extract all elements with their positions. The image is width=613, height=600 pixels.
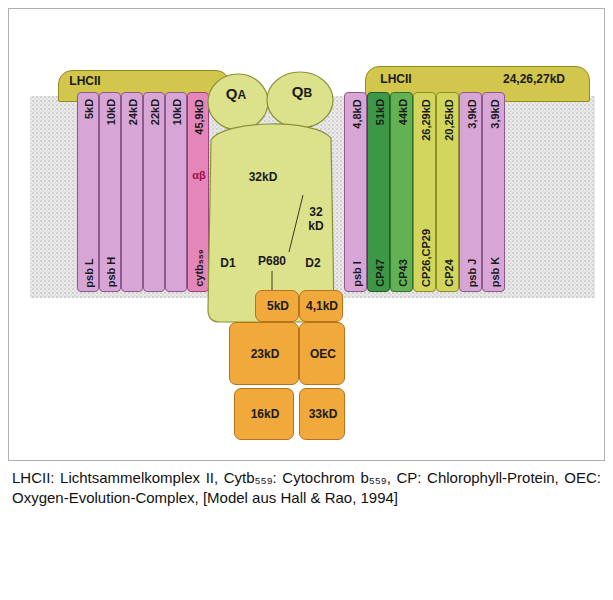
reaction-center-label: P680 — [258, 255, 286, 269]
reaction-center-label: QA — [226, 85, 246, 103]
mass-label: 4,1kD — [306, 300, 338, 314]
membrane-subunit: 45,9kD αβ cytb₅₅₉ — [187, 92, 209, 292]
mass-label: 22kD — [149, 99, 162, 125]
membrane-subunit: 4,8kD psb I — [344, 92, 367, 292]
figure-frame — [9, 9, 605, 461]
gene-label: cytb₅₅₉ — [193, 249, 206, 287]
mass-label: 51kD — [373, 99, 386, 125]
mass-label: 16kD — [251, 408, 280, 422]
membrane-subunit: 22kD — [143, 92, 165, 292]
membrane-subunit: 5kD psb L — [77, 92, 99, 292]
reaction-center-label: 32 kD — [308, 206, 323, 234]
mass-label: 20,25kD — [442, 99, 455, 141]
oec-subunit: 4,1kD — [299, 290, 343, 322]
reaction-center-label: D2 — [305, 257, 320, 271]
gene-label: CP47 — [373, 259, 386, 287]
complex-label: LHCII — [380, 73, 411, 87]
membrane-subunit: 44kD CP43 — [390, 92, 413, 292]
mass-label: 44kD — [396, 99, 409, 125]
complex-label: LHCII — [69, 75, 100, 89]
reaction-center-outline — [203, 70, 338, 322]
membrane-subunit: 3,9kD psb J — [459, 92, 482, 292]
oec-subunit: 23kD — [229, 322, 299, 385]
membrane-subunit: 10kD — [165, 92, 187, 292]
gene-label: CP26,CP29 — [419, 229, 432, 287]
reaction-center-label: QB — [292, 83, 312, 101]
complex-label: 24,26,27kD — [503, 73, 565, 87]
mass-label: 26,29kD — [419, 99, 432, 141]
mass-label: 24kD — [127, 99, 140, 125]
oec-subunit: 33kD — [299, 388, 345, 440]
membrane-subunit: 3,9kD psb K — [482, 92, 505, 292]
mass-label: 10kD — [105, 99, 118, 125]
figure-caption: LHCII: Lichtsammelkomplex II, Cytb₅₅₉: C… — [12, 468, 601, 508]
mass-label: 45,9kD — [193, 99, 206, 134]
gene-label: CP24 — [442, 259, 455, 287]
p680-line — [272, 271, 273, 290]
mass-label: 5kD — [267, 300, 289, 314]
gene-label: psb L — [83, 258, 96, 287]
d1-d2-boundary — [289, 195, 303, 252]
oec-subunit: 5kD — [255, 290, 299, 322]
oec-subunit: OEC — [299, 322, 345, 385]
qa-lobe — [208, 74, 268, 130]
mass-label: OEC — [310, 348, 336, 362]
mass-label: 10kD — [171, 99, 184, 125]
mass-label: 5kD — [83, 99, 96, 119]
qb-lobe — [267, 72, 333, 128]
reaction-center-label: 32kD — [249, 171, 278, 185]
membrane-subunit: 20,25kD CP24 — [436, 92, 459, 292]
mass-label: 4,8kD — [350, 99, 363, 128]
membrane-subunit: 51kD CP47 — [367, 92, 390, 292]
oec-subunit: 16kD — [234, 388, 294, 440]
reaction-center-label: D1 — [220, 257, 235, 271]
mass-label: 3,9kD — [465, 99, 478, 128]
gene-label: CP43 — [396, 259, 409, 287]
mass-label: 33kD — [309, 408, 338, 422]
subunit-label: αβ — [192, 169, 205, 182]
gene-label: psb I — [350, 261, 363, 287]
reaction-center: QA QB 32kD 32 kD D1 P680 D2 — [203, 70, 338, 322]
mass-label: 3,9kD — [488, 99, 501, 128]
membrane-subunit: 24kD — [121, 92, 143, 292]
membrane-subunit: 26,29kD CP26,CP29 — [413, 92, 436, 292]
gene-label: psb K — [488, 256, 501, 287]
membrane-subunit: 10kD psb H — [99, 92, 121, 292]
gene-label: psb J — [465, 258, 478, 287]
mass-label: 23kD — [251, 348, 280, 362]
gene-label: psb H — [105, 256, 118, 287]
